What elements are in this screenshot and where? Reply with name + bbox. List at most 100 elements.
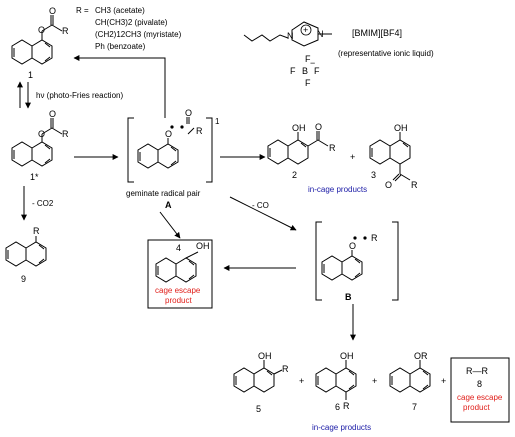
plus-sign: + <box>299 376 304 386</box>
fluorine-top: F <box>305 54 311 64</box>
cage-escape-box-4: 4 OH cage escape product <box>147 239 213 309</box>
r-group-label: R <box>62 26 69 36</box>
plus-sign: + <box>350 152 355 162</box>
compound-4-label: 4 <box>176 243 181 253</box>
boron: B <box>302 66 308 76</box>
radical-pair-a-label: A <box>165 200 172 210</box>
plus-sign: + <box>441 376 446 386</box>
box-outline <box>147 239 213 309</box>
fluorine-bottom: F <box>305 78 311 88</box>
r-group-label: R <box>196 126 203 136</box>
recombination-arrow <box>73 55 166 118</box>
r-myristate: (CH2)12CH3 (myristate) <box>95 30 182 39</box>
alkyl-radical-label: R <box>371 233 378 243</box>
minus-co-label: - CO <box>252 201 269 210</box>
r-pivalate: CH(CH3)2 (pivalate) <box>95 18 168 27</box>
hydroxyl-label: OH <box>292 123 306 133</box>
ionic-liquid-note: (representative ionic liquid) <box>338 49 434 58</box>
ionic-liquid-name: [BMIM][BF4] <box>352 28 402 38</box>
hydroxyl-label: OH <box>340 351 354 361</box>
cation-charge-circle <box>300 24 312 36</box>
radical-pair-b-label: B <box>345 292 352 302</box>
ionic-liquid-structure: N N + F F B F F − [BMIM][BF4] (represent… <box>243 21 434 88</box>
decarbonylation-arrow <box>229 196 297 231</box>
compound-5-label: 5 <box>256 404 261 414</box>
geminate-label: geminate radical pair <box>126 189 201 198</box>
box-outline <box>450 357 510 423</box>
hydroxyl-label: OH <box>394 123 408 133</box>
hydroxyl-label: OH <box>196 241 210 251</box>
cage-escape-box-8: R—R 8 cage escape product <box>450 357 510 423</box>
carbonyl-oxygen: O <box>385 180 392 190</box>
radical-pair-a: 1 O O R <box>127 108 220 183</box>
hydroxyl-label: OH <box>258 351 272 361</box>
naphthalene-ring <box>11 39 53 65</box>
r-acetate: CH3 (acetate) <box>95 6 145 15</box>
bracket-left <box>127 117 134 183</box>
carbonyl-oxygen: O <box>49 6 56 16</box>
r-group-label: R <box>329 143 336 153</box>
compound-5-structure: OH R <box>233 351 289 393</box>
compound-2-label: 2 <box>292 170 297 180</box>
ester-oxygen: O <box>38 25 45 35</box>
r-benzoate: Ph (benzoate) <box>95 42 146 51</box>
compound-3-label: 3 <box>371 170 376 180</box>
cage-escape-label: cage escape <box>457 393 503 402</box>
cation-plus: + <box>303 25 308 35</box>
compound-1-structure: O O R <box>11 6 69 65</box>
in-cage-products-label-1: in-cage products <box>308 185 367 194</box>
compound-6-label: 6 <box>335 402 340 412</box>
nitrogen-1: N <box>287 31 294 41</box>
in-cage-products-label-2: in-cage products <box>312 423 371 432</box>
bracket-superscript: 1 <box>215 117 220 126</box>
ether-label: OR <box>414 351 428 361</box>
r-prefix: R = <box>76 6 89 15</box>
anion-minus: − <box>310 58 315 68</box>
butyl-chain <box>243 34 289 42</box>
compound-8-label: 8 <box>477 379 482 389</box>
cage-escape-label: cage escape <box>155 286 201 295</box>
compound-9-label: 9 <box>21 274 26 284</box>
r-group-label: R <box>33 226 40 236</box>
plus-sign: + <box>372 376 377 386</box>
fluorine-left: F <box>290 66 296 76</box>
cage-escape-arrow <box>159 211 181 239</box>
compound-7-structure: OR <box>389 351 431 393</box>
photo-fries-label: hν (photo-Fries reaction) <box>36 91 123 100</box>
radical-dot <box>180 125 184 129</box>
compound-9-structure: R <box>5 226 47 267</box>
carbonyl-oxygen: O <box>49 109 56 119</box>
compound-1-star-label: 1* <box>30 172 39 182</box>
fluorine-right: F <box>314 66 320 76</box>
compound-1-label: 1 <box>28 70 33 80</box>
r-group-label: R <box>343 401 350 411</box>
radical-dot <box>170 125 174 129</box>
r-group-label: R <box>411 180 418 190</box>
compound-6-structure: OH R <box>315 351 357 411</box>
bracket-left <box>315 221 322 301</box>
phenoxy-oxygen: O <box>349 241 356 251</box>
bracket-right <box>392 221 399 301</box>
radical-dot <box>353 236 357 240</box>
nitrogen-2: N <box>317 29 324 39</box>
compound-3-structure: OH O R <box>369 123 418 190</box>
compound-2-structure: OH O R <box>267 122 336 165</box>
ester-oxygen: O <box>38 129 45 139</box>
r-group-label: R <box>62 129 69 139</box>
acyl-oxygen: O <box>185 108 192 118</box>
imidazolium-ring <box>291 21 319 47</box>
r-group-legend: R = CH3 (acetate) CH(CH3)2 (pivalate) (C… <box>76 6 182 51</box>
minus-co2-label: - CO2 <box>32 199 54 208</box>
compound-7-label: 7 <box>412 402 417 412</box>
cage-escape-product-label: product <box>463 403 490 412</box>
bracket-right <box>206 117 213 183</box>
dimer-label: R—R <box>466 366 488 376</box>
radical-pair-b: O R <box>315 221 399 301</box>
cage-escape-product-label: product <box>165 296 192 305</box>
compound-1-star-structure: O O R <box>11 109 69 167</box>
phenoxy-oxygen: O <box>165 129 172 139</box>
radical-dot <box>363 236 367 240</box>
r-group-label: R <box>282 364 289 374</box>
carbonyl-oxygen: O <box>315 122 322 132</box>
